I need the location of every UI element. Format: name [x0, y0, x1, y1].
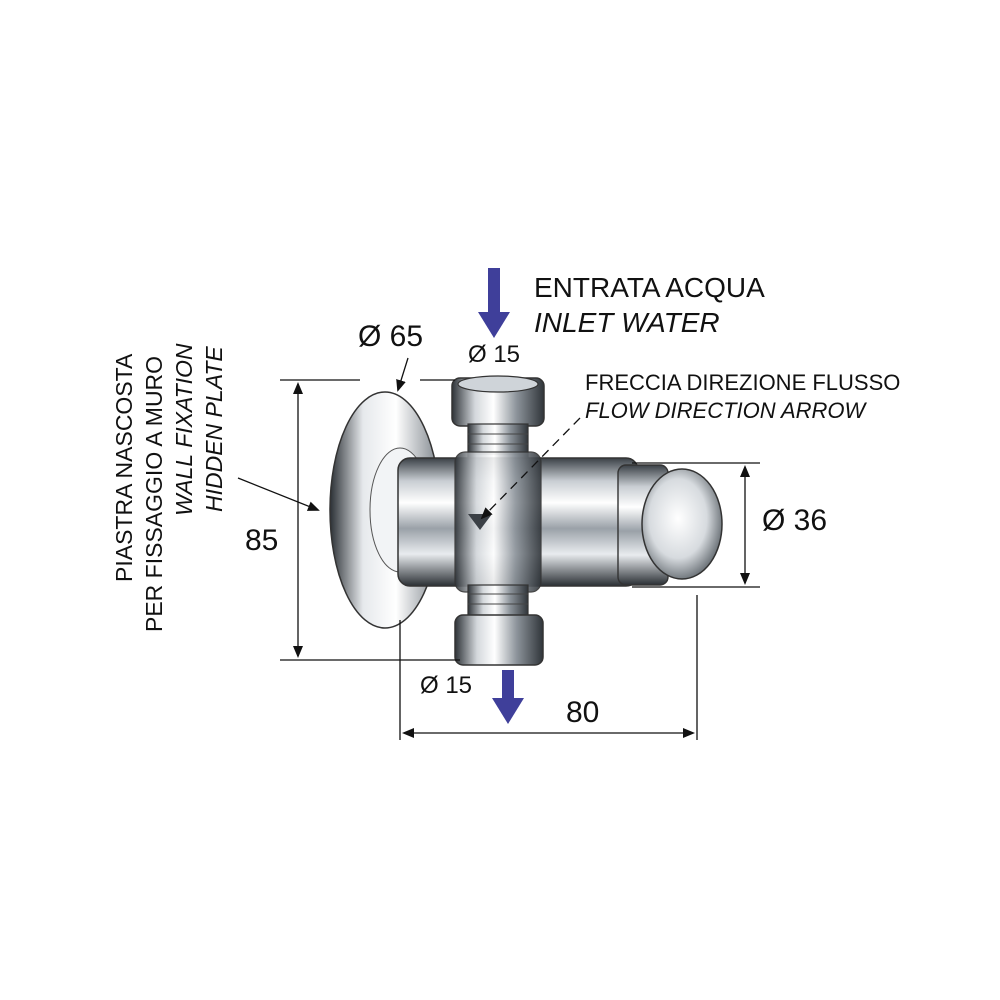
outlet-arrow	[492, 670, 524, 724]
outlet-nut	[454, 614, 544, 666]
plate-label-it-1: PIASTRA NASCOSTA	[111, 353, 137, 582]
outlet-diameter: Ø 15	[420, 672, 472, 699]
flow-arrow-label-en: FLOW DIRECTION ARROW	[585, 398, 868, 423]
height-dimension: 85	[245, 524, 278, 557]
plate-label-it-2: PER FISSAGGIO A MURO	[141, 356, 167, 632]
inlet-label-it: ENTRATA ACQUA	[534, 272, 765, 303]
length-dimension: 80	[566, 696, 599, 729]
dimension-lines	[237, 357, 760, 740]
inlet-arrow	[478, 268, 510, 338]
valve-center-block	[454, 451, 542, 593]
valve-illustration	[329, 375, 723, 666]
push-button[interactable]	[641, 468, 723, 580]
inlet-label-en: INLET WATER	[534, 307, 720, 338]
plate-label-en-1: WALL FIXATION	[171, 343, 197, 516]
outlet-thread	[467, 584, 529, 620]
inlet-diameter: Ø 15	[468, 341, 520, 368]
plate-label-en-2: HIDDEN PLATE	[201, 346, 227, 512]
plate-diameter: Ø 65	[358, 320, 423, 353]
button-diameter: Ø 36	[762, 504, 827, 537]
inlet-pipe-opening	[457, 375, 539, 393]
flow-arrow-label-it: FRECCIA DIREZIONE FLUSSO	[585, 370, 900, 395]
